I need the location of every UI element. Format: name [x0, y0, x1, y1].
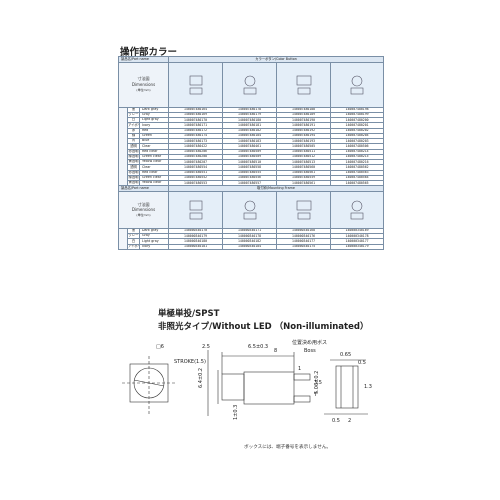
- unit-text: (単位mm): [136, 212, 151, 217]
- part-code: 140000340184: [222, 243, 278, 250]
- dimension-label-2: 寸法図 Dimensions(単位mm): [117, 190, 170, 229]
- side-view-body: [243, 371, 295, 405]
- table-row: アイボリーIvory140000340181140000340184140000…: [119, 243, 385, 250]
- dim-2: 2: [348, 418, 351, 424]
- frame-diagram-2: [222, 190, 278, 229]
- terminal-view: [335, 365, 359, 409]
- dim-1-3: 1.3: [364, 384, 372, 390]
- footnote: ボックスには、端子番号を表示しません。: [244, 445, 332, 450]
- frame-shape-icon: [296, 200, 311, 220]
- button-shape-icon: [243, 75, 256, 94]
- part-code: 140007480565: [330, 179, 385, 187]
- button-diagram-1: [168, 61, 224, 108]
- dim-6-5: 6.5±0.3: [248, 344, 268, 350]
- dim-square: □6: [156, 344, 164, 350]
- group-column: [118, 227, 128, 250]
- button-shape-icon: [350, 75, 364, 94]
- part-code: 140000340175: [276, 243, 332, 250]
- button-shape-icon: [296, 75, 311, 94]
- dim-8: 8: [274, 348, 277, 354]
- dim-3-5: 3.5: [314, 380, 322, 386]
- dim-6-4: 6.4±0.2: [198, 368, 204, 388]
- dim-0-5: 0.5: [358, 360, 366, 366]
- dimension-drawing: □6 2.5 6.5±0.3 8 STROKE(1.5) 6.4±0.2 3.5…: [122, 339, 372, 424]
- dim-stroke: STROKE(1.5): [174, 359, 206, 365]
- page-title: 操作部カラー: [120, 47, 178, 58]
- frame-shape-icon: [189, 200, 202, 220]
- dim-2-5: 2.5: [202, 344, 210, 350]
- button-diagram-3: [276, 61, 332, 108]
- button-shape-icon: [189, 75, 202, 94]
- dimension-text: 寸法図 Dimensions: [131, 76, 156, 87]
- dimension-label: 寸法図 Dimensions(単位mm): [117, 61, 170, 108]
- group-column: [118, 106, 128, 187]
- boss-label-en: Boss: [304, 348, 316, 354]
- frame-shape-icon: [350, 200, 364, 220]
- side-view-button: [221, 373, 245, 401]
- color-en: Yellow clear: [138, 179, 170, 187]
- color-en: Ivory: [138, 243, 170, 250]
- dim-0-65: 0.65: [340, 352, 351, 358]
- button-diagram-4: [330, 61, 385, 108]
- dim-0-5b: 0.5: [332, 418, 340, 424]
- part-code: 140000340179: [330, 243, 385, 250]
- button-diagram-2: [222, 61, 278, 108]
- frame-diagram-3: [276, 190, 332, 229]
- dim-1-0-3: 1±0.3: [233, 405, 239, 420]
- spst-heading: 単極単投/SPST: [158, 309, 220, 319]
- without-led-heading: 非照光タイプ/Without LED （Non-illuminated）: [158, 322, 369, 332]
- boss-label: 位置決め用ボス: [292, 339, 327, 346]
- dim-7: 7: [314, 392, 317, 398]
- dim-5-06: 5.06±0.2: [314, 371, 320, 394]
- color-jp: アイボリー: [127, 243, 140, 250]
- frame-shape-icon: [243, 200, 256, 220]
- frame-diagram-4: [330, 190, 385, 229]
- dimension-text: 寸法図 Dimensions: [131, 201, 156, 212]
- unit-text: (単位mm): [136, 87, 151, 92]
- dim-1: 1: [298, 366, 301, 372]
- part-code: 140000340181: [168, 243, 224, 250]
- frame-diagram-1: [168, 190, 224, 229]
